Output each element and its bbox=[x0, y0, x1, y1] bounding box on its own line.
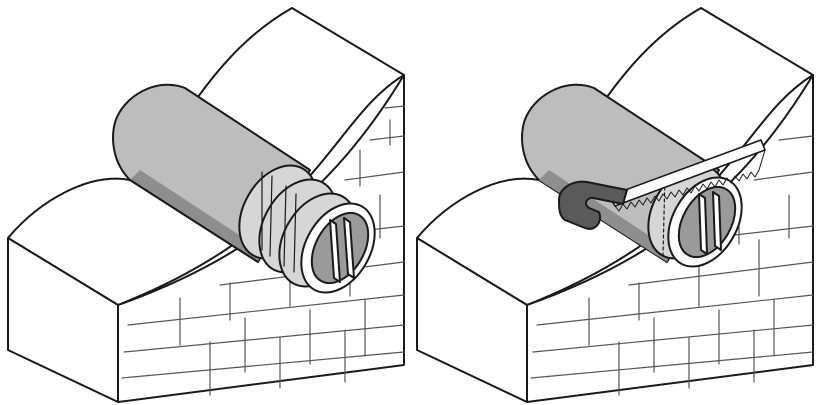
brick-pattern bbox=[530, 135, 814, 396]
saw-teeth bbox=[614, 149, 766, 212]
duct-shadow bbox=[130, 170, 262, 262]
damper-blade bbox=[329, 219, 341, 283]
damper-blade bbox=[698, 193, 708, 255]
panel-during-cut bbox=[416, 7, 814, 403]
panel-before-cut bbox=[7, 7, 405, 403]
saw-handle bbox=[558, 180, 628, 230]
